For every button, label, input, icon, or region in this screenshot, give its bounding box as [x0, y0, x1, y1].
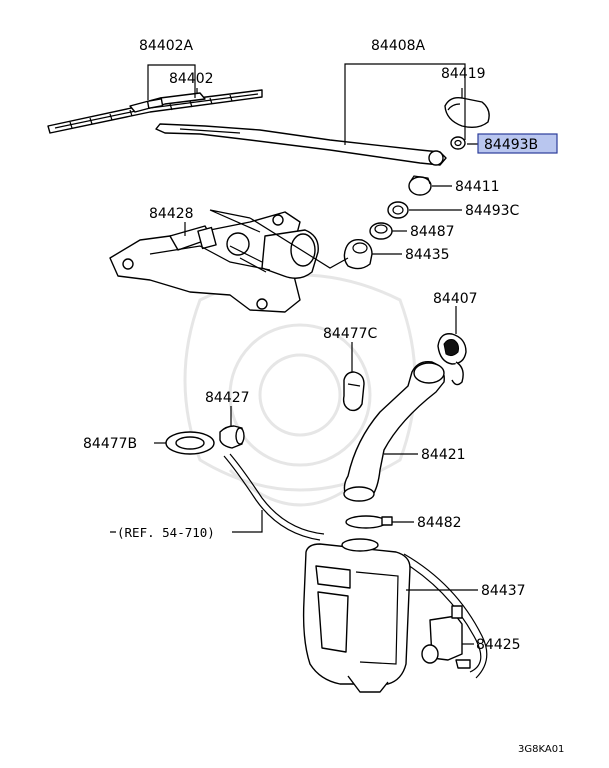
arm-nut-part[interactable] — [450, 136, 466, 150]
label-84493B[interactable]: 84493B — [484, 137, 538, 153]
label-84419[interactable]: 84419 — [441, 66, 486, 82]
grommet-b-part[interactable] — [165, 431, 215, 455]
washer-pump-part[interactable] — [421, 605, 471, 669]
label-84408A[interactable]: 84408A — [371, 38, 426, 54]
pivot-bushing-b-part[interactable] — [343, 238, 373, 270]
label-84402[interactable]: 84402 — [169, 71, 214, 87]
grommet-c-part[interactable] — [342, 371, 365, 412]
label-84425[interactable]: 84425 — [476, 637, 521, 653]
filler-neck-part[interactable] — [343, 361, 445, 502]
label-84477C[interactable]: 84477C — [323, 326, 378, 342]
part-labels: 84402A 84402 84408A 84419 84493B 84411 8… — [83, 38, 564, 755]
highlight-box-84493B — [477, 133, 558, 154]
label-ref-54-710[interactable]: (REF. 54-710) — [117, 525, 215, 540]
clamp-part[interactable] — [345, 515, 393, 529]
diagram-code: 3G8KA01 — [518, 744, 564, 755]
arm-cap-part[interactable] — [444, 96, 490, 129]
label-84407[interactable]: 84407 — [433, 291, 478, 307]
reservoir-tank-part[interactable] — [302, 538, 411, 693]
label-84428[interactable]: 84428 — [149, 206, 194, 222]
wiper-blade-drawing[interactable] — [47, 89, 263, 134]
label-84482[interactable]: 84482 — [417, 515, 462, 531]
label-84402A[interactable]: 84402A — [139, 38, 194, 54]
label-84411[interactable]: 84411 — [455, 179, 500, 195]
pivot-cap-part[interactable] — [408, 175, 432, 196]
leader-lines — [110, 63, 484, 645]
nozzle-part[interactable] — [219, 425, 245, 449]
label-84437[interactable]: 84437 — [481, 583, 526, 599]
label-84435[interactable]: 84435 — [405, 247, 450, 263]
nut-part[interactable] — [387, 201, 409, 219]
label-84487[interactable]: 84487 — [410, 224, 455, 240]
label-84427[interactable]: 84427 — [205, 390, 250, 406]
label-84493C[interactable]: 84493C — [465, 203, 520, 219]
label-84477B[interactable]: 84477B — [83, 436, 137, 452]
wiper-motor-drawing[interactable] — [109, 211, 319, 313]
pivot-bushing-a-part[interactable] — [369, 222, 393, 240]
filler-cap-part[interactable] — [437, 333, 467, 386]
washer-hose — [223, 453, 488, 679]
label-84421[interactable]: 84421 — [421, 447, 466, 463]
wiper-arm-drawing[interactable] — [155, 123, 447, 166]
